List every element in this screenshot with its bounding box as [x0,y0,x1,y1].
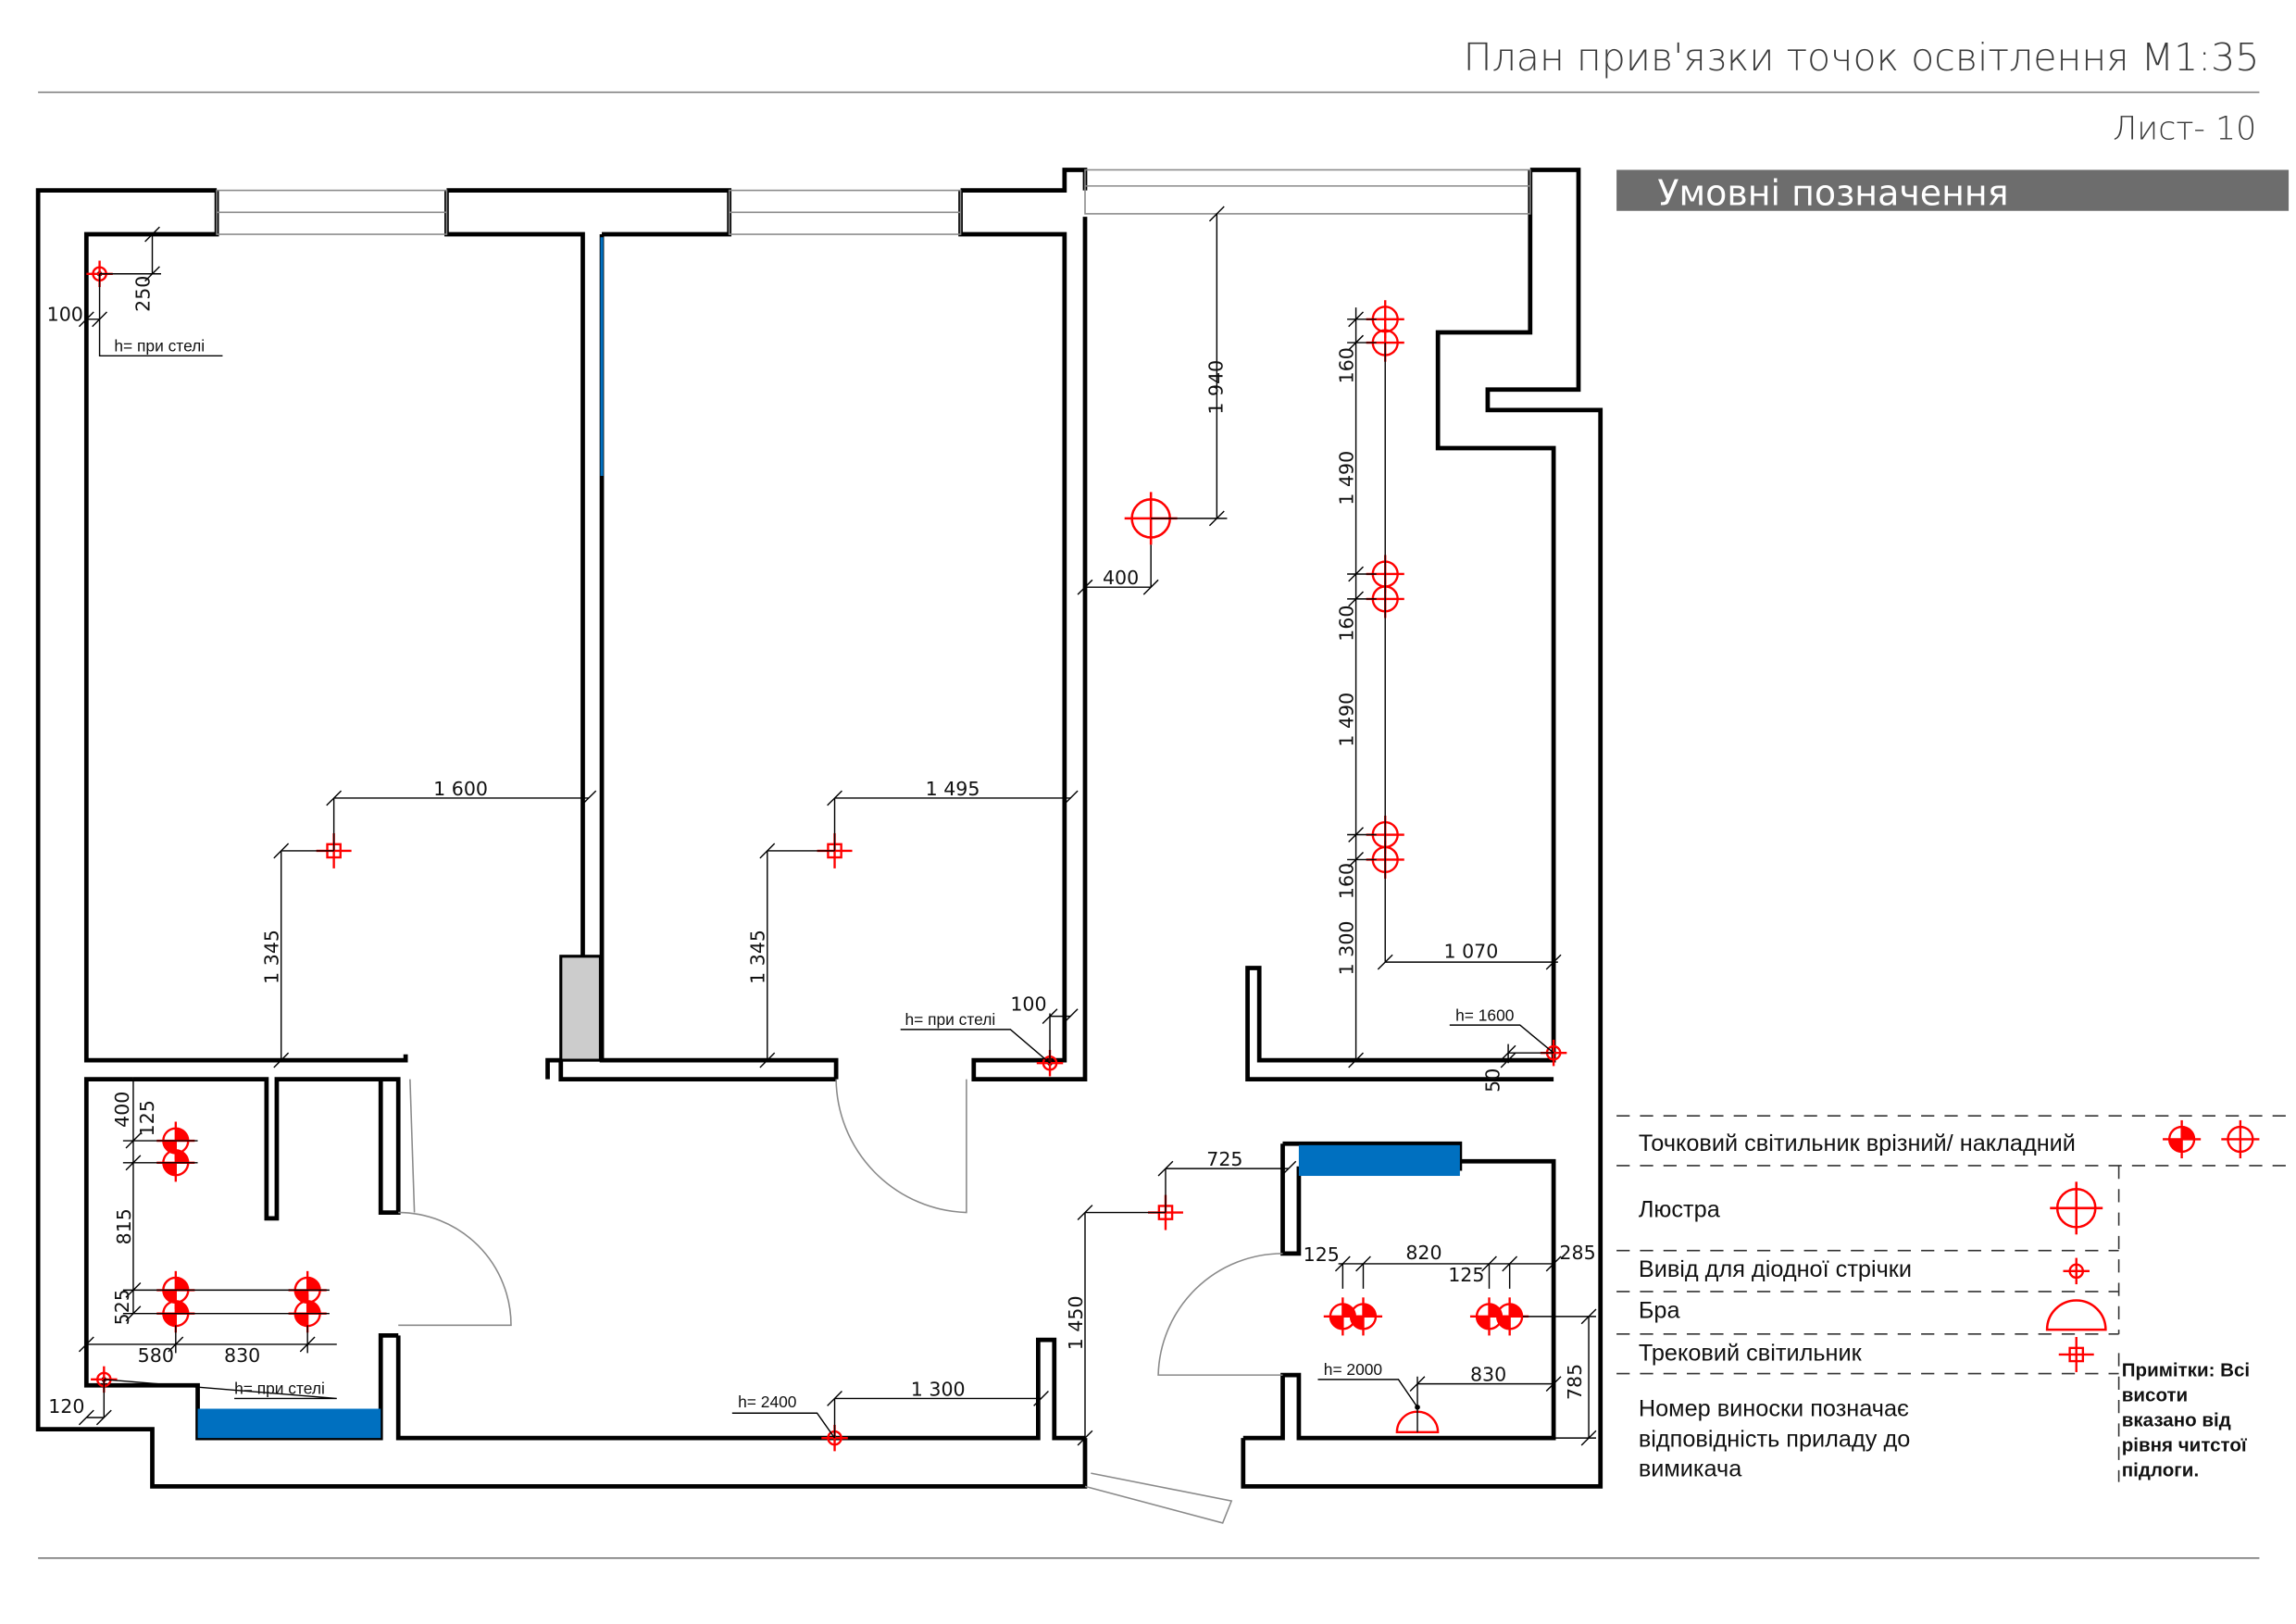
notes-line-3: вказано від [2122,1409,2231,1430]
outer-wall-left [35,188,1088,1489]
dim-bath-x1: 580 [138,1344,174,1367]
dim-wc-spot-y: 785 [1564,1364,1586,1400]
dim-wc-right: 285 [1559,1242,1595,1264]
height-note-wc: h= 2000 [1324,1360,1382,1379]
dim-bath-span: 815 [113,1208,135,1244]
notes-line-2: висоти [2122,1385,2188,1406]
dim-wc-sconce-x: 830 [1470,1363,1506,1385]
dim-kitchen-chandelier-x: 400 [1103,567,1139,589]
spot-wc-2 [1342,1296,1384,1337]
sheet-title: План прив'язки точок освітлення М1:35 [1464,35,2260,80]
dim-kitchen-gap3: 160 [1335,863,1357,899]
dim-hall-track-x: 725 [1206,1148,1242,1170]
dim-kitchen-wall-x: 1 070 [1443,940,1498,962]
chandelier-icon [2049,1181,2104,1236]
sheet-number: Лист- 10 [2113,110,2256,147]
pier-2 [960,168,1088,193]
doors [398,1079,1283,1524]
legend-header-bar [1616,169,2290,211]
notes-line-1: Примітки: Всі [2122,1360,2250,1381]
wall-sconce-icon [2045,1299,2107,1331]
dim-b2-track-x: 1 495 [926,778,980,800]
bedroom2-wall [599,234,839,1080]
dim-kitchen-chandelier-y: 1 940 [1205,360,1228,415]
bedroom1-wall [83,190,408,1063]
wc-wall [1242,1143,1556,1441]
dim-kitchen-span2: 1 490 [1335,693,1357,747]
legend: Точковий світильник врізний/ накладний Л… [1616,1115,2290,1482]
dim-kitchen-gap1: 160 [1335,347,1357,383]
dim-bath-x2: 830 [224,1344,260,1367]
walls [35,168,1603,1489]
wc-cabinet [1298,1144,1460,1177]
dim-kitchen-span1: 1 490 [1335,451,1357,506]
dim-bath-gap1: 125 [136,1100,158,1136]
legend-footnote-1: Номер виноски позначає [1639,1395,1909,1421]
dim-bath-gap2: 525 [111,1289,133,1325]
kitchen-outer-wall [1241,168,1603,1489]
legend-item-track: Трековий світильник [1639,1340,1863,1366]
dim-kitchen-gap2: 160 [1335,606,1357,642]
bedroom2-right-wall [958,190,1088,1082]
dim-hall-wall-x: 1 300 [911,1378,966,1400]
height-note-kitchen: h= 1600 [1455,1006,1514,1024]
kitchen-inner-wall [1245,169,1556,1082]
notes-line-5: підлоги. [2122,1459,2199,1480]
spot-light-surface-icon [2220,1118,2261,1160]
dim-b1-track-y: 1 345 [261,930,283,984]
dim-bath-corner: 120 [48,1395,84,1418]
dim-b1-top: 250 [131,276,154,312]
corridor-top-wall [545,1057,837,1082]
height-note-hall: h= 2400 [738,1393,796,1411]
legend-item-sconce: Бра [1639,1297,1681,1323]
dim-kitchen-wall-offset: 50 [1482,1068,1504,1093]
dim-wc-gap-right: 125 [1448,1264,1484,1286]
hall-bottom-wall [395,1335,1085,1441]
legend-footnote-2: відповідність приладу до [1639,1427,1910,1453]
pier-1-left [444,190,585,956]
dim-b2-corner: 100 [1010,993,1046,1015]
dim-hall-track-y: 1 450 [1065,1295,1087,1350]
dim-wc-span: 820 [1405,1242,1441,1264]
track-light-icon [2057,1335,2095,1374]
pier-1 [446,188,732,237]
height-note-b2: h= при стелі [905,1010,995,1029]
dim-b1-left: 100 [47,303,83,325]
column [559,955,603,1062]
led-strip-outlet-icon [2063,1257,2090,1285]
legend-heading: Умовні позначення [1657,172,2008,213]
bathroom-cabinet [197,1408,381,1439]
legend-footnote-3: вимикача [1639,1455,1742,1481]
height-note-b1: h= при стелі [114,337,205,356]
height-note-bath: h= при стелі [234,1380,325,1398]
legend-item-spot: Точковий світильник врізний/ накладний [1639,1131,2076,1156]
legend-item-chandelier: Люстра [1639,1196,1721,1222]
dim-wc-gap-left: 125 [1304,1243,1340,1266]
dim-bath-top: 400 [111,1092,133,1128]
spot-light-recessed-icon [2161,1118,2202,1160]
dim-kitchen-bottom: 1 300 [1335,921,1357,976]
windows [216,169,1531,235]
bathroom-partition [132,1077,401,1221]
dim-b1-track-x: 1 600 [433,778,488,800]
legend-item-led: Вивід для діодної стрічки [1639,1256,1912,1282]
wall-sconce-wc [1395,1405,1440,1433]
dim-b2-track-y: 1 345 [747,930,769,984]
notes-line-4: рівня читстої [2122,1434,2248,1455]
